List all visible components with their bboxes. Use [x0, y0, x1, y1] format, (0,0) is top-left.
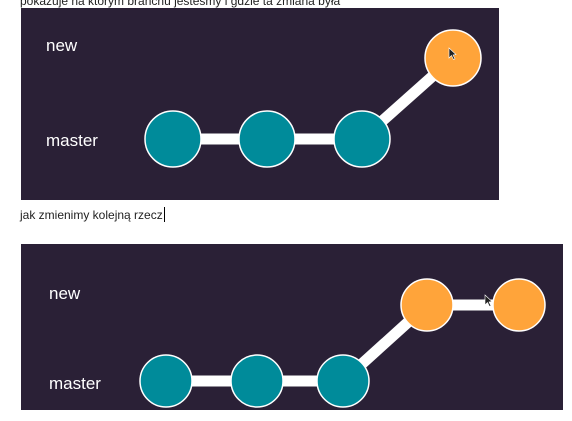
caption-middle-text: jak zmienimy kolejną rzecz	[20, 208, 163, 222]
master-commit-node	[333, 110, 391, 168]
caption-top-text: pokazuje na którym branchu jesteśmy i gd…	[20, 0, 341, 8]
master-commit-node	[316, 354, 370, 408]
new-commit-node	[400, 278, 454, 332]
master-branch-label: master	[46, 131, 98, 150]
new-branch-label: new	[46, 36, 78, 55]
caption-top: pokazuje na którym branchu jesteśmy i gd…	[20, 0, 340, 8]
master-commit-node	[238, 110, 296, 168]
mouse-cursor-icon	[448, 47, 457, 60]
diagram-background	[21, 8, 499, 200]
text-cursor	[163, 207, 165, 222]
new-branch-label: new	[49, 284, 81, 303]
master-commit-node	[230, 354, 284, 408]
master-branch-label: master	[49, 374, 101, 393]
mouse-cursor-icon	[484, 294, 493, 307]
git-branch-diagram-before: new master	[21, 8, 499, 200]
new-commit-node	[492, 278, 546, 332]
caption-middle: jak zmienimy kolejną rzecz	[20, 207, 165, 222]
master-commit-node	[139, 354, 193, 408]
master-commit-node	[144, 110, 202, 168]
git-branch-diagram-after: new master	[21, 244, 563, 410]
